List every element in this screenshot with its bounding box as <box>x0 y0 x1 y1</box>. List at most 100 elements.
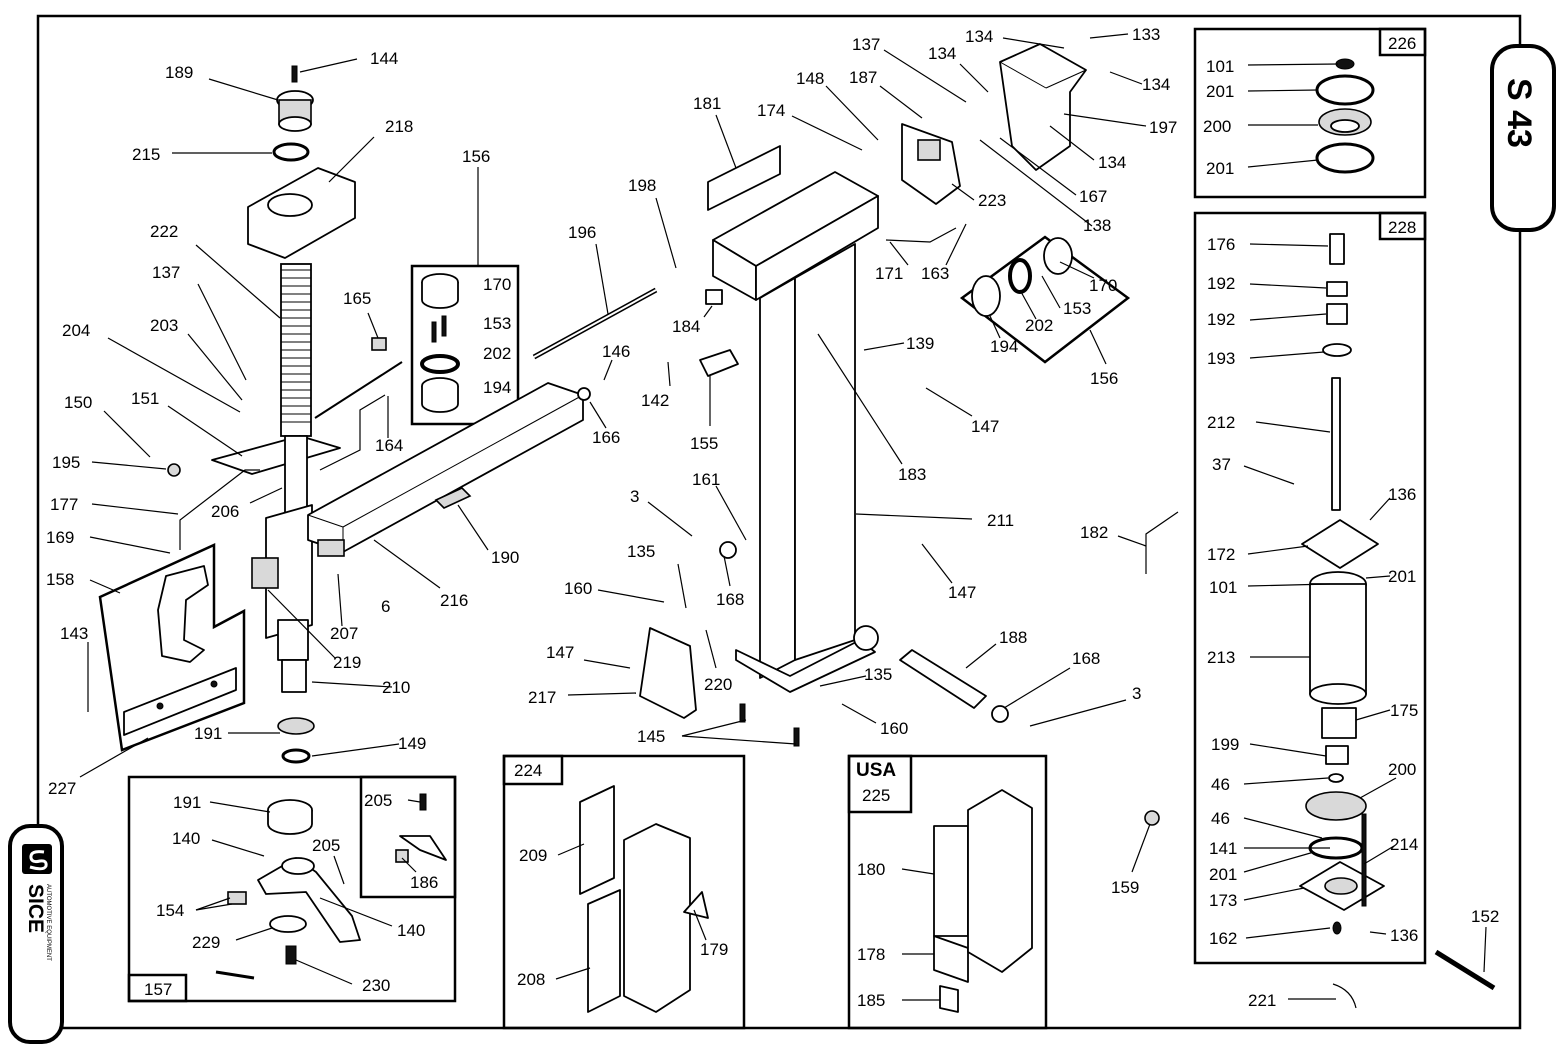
sheet-frame <box>36 14 1522 1030</box>
kit-228-parts <box>1299 233 1385 935</box>
callout: 205 <box>364 791 392 810</box>
callout: 186 <box>410 873 438 892</box>
callout: 3 <box>630 487 639 506</box>
callout: 138 <box>1083 216 1111 235</box>
brand-tagline: AUTOMOTIVE EQUIPMENT <box>45 884 51 961</box>
callout: 203 <box>150 316 178 335</box>
callout: 101 <box>1209 578 1237 597</box>
tube-188 <box>899 649 987 709</box>
callout: 170 <box>483 275 511 294</box>
callout: 147 <box>546 643 574 662</box>
box-region-225: USA <box>856 760 896 781</box>
callout: 6 <box>381 597 390 616</box>
box-label-157: 157 <box>144 980 172 999</box>
kit-box-224: 224 <box>502 754 746 1030</box>
kit-157-parts <box>215 793 447 980</box>
callout: 160 <box>880 719 908 738</box>
callout: 143 <box>60 624 88 643</box>
callout: 134 <box>1098 153 1126 172</box>
callout: 192 <box>1207 274 1235 293</box>
box-label-224: 224 <box>514 761 542 780</box>
callout: 169 <box>46 528 74 547</box>
callout: 213 <box>1207 648 1235 667</box>
callout: 220 <box>704 675 732 694</box>
callout: 46 <box>1211 809 1230 828</box>
arm-216 <box>307 382 584 557</box>
callout: 147 <box>948 583 976 602</box>
callout: 206 <box>211 502 239 521</box>
cover-217 <box>639 627 697 719</box>
callout: 196 <box>568 223 596 242</box>
callout: 134 <box>1142 75 1170 94</box>
callout: 193 <box>1207 349 1235 368</box>
kit-box-158 <box>98 543 246 752</box>
rod <box>314 361 403 419</box>
kit-box-228: 228 <box>1193 211 1427 965</box>
kit-box-156-left <box>410 264 520 426</box>
callout: 208 <box>517 970 545 989</box>
callout: 201 <box>1209 865 1237 884</box>
callout: 135 <box>627 542 655 561</box>
callout: 216 <box>440 591 468 610</box>
callout: 198 <box>628 176 656 195</box>
callout: 148 <box>796 69 824 88</box>
callout: 134 <box>965 27 993 46</box>
callout: 165 <box>343 289 371 308</box>
callout: 164 <box>375 436 403 455</box>
callout: 158 <box>46 570 74 589</box>
callout: 147 <box>971 417 999 436</box>
callout: 137 <box>852 35 880 54</box>
callout: 201 <box>1206 159 1234 178</box>
callout: 201 <box>1206 82 1234 101</box>
callout: 180 <box>857 860 885 879</box>
callout: 212 <box>1207 413 1235 432</box>
pin-221 <box>1332 983 1357 1009</box>
callout: 156 <box>1090 369 1118 388</box>
left-column-assembly <box>211 65 356 764</box>
kit-box-156-right <box>959 235 1131 364</box>
callout: 194 <box>483 378 511 397</box>
callout: 150 <box>64 393 92 412</box>
callout: 207 <box>330 624 358 643</box>
callout: 152 <box>1471 907 1499 926</box>
callout: 210 <box>382 678 410 697</box>
callout: 229 <box>192 933 220 952</box>
callout: 163 <box>921 264 949 283</box>
callout: 174 <box>757 101 785 120</box>
callout: 200 <box>1388 760 1416 779</box>
callout: 227 <box>48 779 76 798</box>
callout: 162 <box>1209 929 1237 948</box>
callout: 170 <box>1089 276 1117 295</box>
callout: 176 <box>1207 235 1235 254</box>
page-code-tab: S 43 <box>1490 44 1556 232</box>
callout: 153 <box>483 314 511 333</box>
callout: 168 <box>716 590 744 609</box>
kit-box-225: USA 225 <box>847 754 1048 1030</box>
handle-158 <box>157 565 209 663</box>
callout: 205 <box>312 836 340 855</box>
callout: 195 <box>52 453 80 472</box>
callout: 171 <box>875 264 903 283</box>
cable-177 <box>179 469 260 550</box>
callout: 142 <box>641 391 669 410</box>
box-label-228: 228 <box>1388 218 1416 237</box>
callout: 136 <box>1390 926 1418 945</box>
callout: 190 <box>491 548 519 567</box>
kit-225-parts <box>933 789 1033 1013</box>
callout: 175 <box>1390 701 1418 720</box>
bracket-223 <box>901 123 961 205</box>
callout: 167 <box>1079 187 1107 206</box>
callout: 159 <box>1111 878 1139 897</box>
callout: 221 <box>1248 991 1276 1010</box>
callout: 182 <box>1080 523 1108 542</box>
callout: 187 <box>849 68 877 87</box>
callout: 201 <box>1388 567 1416 586</box>
callout: 155 <box>690 434 718 453</box>
callout: 133 <box>1132 25 1160 44</box>
callout: 179 <box>700 940 728 959</box>
callout: 135 <box>864 665 892 684</box>
callout: 101 <box>1206 57 1234 76</box>
callout: 153 <box>1063 299 1091 318</box>
